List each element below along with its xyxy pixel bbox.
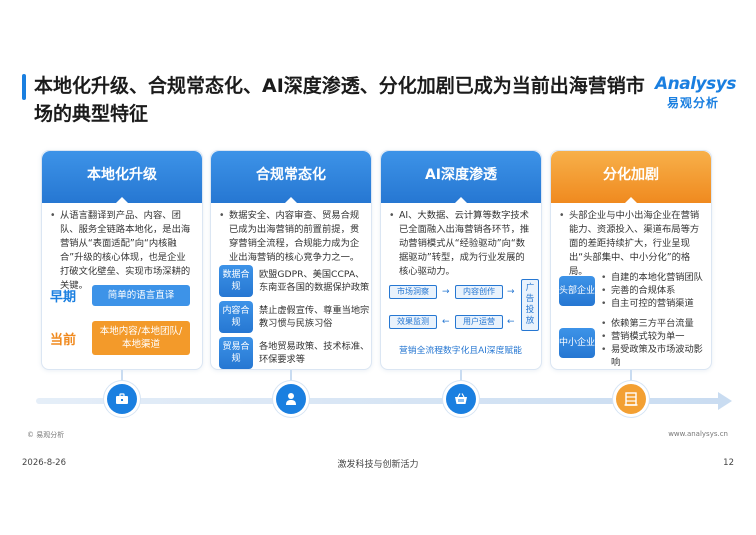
compliance-tag: 内容合规	[219, 301, 253, 333]
page-number: 12	[723, 458, 734, 468]
compliance-text: 禁止虚假宣传、尊重当地宗教习惯与民族习俗	[259, 305, 370, 329]
era-past-box: 简单的语言直译	[92, 285, 190, 306]
compliance-item: 内容合规 禁止虚假宣传、尊重当地宗教习惯与民族习俗	[219, 301, 371, 333]
card-description: AI、大数据、云计算等数字技术已全面融入出海营销各环节，推动营销模式从“经验驱动…	[389, 209, 533, 279]
basket-icon	[446, 384, 476, 414]
timeline-stem	[121, 370, 123, 386]
segment-item: 完善的合规体系	[601, 284, 709, 297]
timeline-stem	[630, 370, 632, 386]
segment-sme: 中小企业 依赖第三方平台流量 营销模式较为单一 易受政策及市场波动影响	[559, 317, 709, 369]
briefcase-icon	[107, 384, 137, 414]
report-date: 2026-8-26	[22, 458, 66, 468]
card-title: 本地化升级	[42, 151, 202, 204]
flow-effect-monitoring: 效果监测	[389, 315, 437, 329]
era-past-label: 早期	[50, 290, 77, 305]
segment-item: 自建的本地化营销团队	[601, 271, 709, 284]
compliance-tag: 贸易合规	[219, 337, 253, 369]
analysys-logo: Analysys 易观分析	[655, 74, 745, 111]
timeline-track	[36, 398, 726, 404]
timeline-arrow-icon	[718, 392, 732, 410]
compliance-tag: 数据合规	[219, 265, 253, 297]
card-polarization: 分化加剧 头部企业与中小出海企业在营销能力、资源投入、渠道布局等方面的差距持续扩…	[550, 150, 712, 370]
segment-item: 易受政策及市场波动影响	[601, 343, 709, 369]
flow-ad-delivery: 广告投放	[521, 279, 539, 331]
segment-item: 营销模式较为单一	[601, 330, 709, 343]
card-title: AI深度渗透	[381, 151, 541, 204]
user-shield-icon	[276, 384, 306, 414]
flow-caption: 营销全流程数字化且AI深度赋能	[399, 346, 522, 356]
segment-item: 自主可控的营销渠道	[601, 297, 709, 310]
card-localization: 本地化升级 从语言翻译到产品、内容、团队、服务全链路本地化，是出海营销从“表面适…	[41, 150, 203, 370]
footer-slogan: 激发科技与创新活力	[337, 460, 419, 470]
page-title: 本地化升级、合规常态化、AI深度渗透、分化加剧已成为当前出海营销市场的典型特征	[34, 75, 645, 125]
card-description: 从语言翻译到产品、内容、团队、服务全链路本地化，是出海营销从“表面适配”向“内核…	[50, 209, 194, 293]
flow-arrow-left-icon: ←	[442, 317, 450, 327]
building-icon	[616, 384, 646, 414]
title-accent-bar	[22, 74, 26, 100]
flow-user-operation: 用户运营	[455, 315, 503, 329]
card-description: 头部企业与中小出海企业在营销能力、资源投入、渠道布局等方面的差距持续扩大，行业呈…	[559, 209, 703, 279]
era-now-box: 本地内容/本地团队/本地渠道	[92, 321, 190, 355]
card-title: 合规常态化	[211, 151, 371, 204]
compliance-text: 各地贸易政策、技术标准、环保要求等	[259, 341, 370, 365]
card-ai-penetration: AI深度渗透 AI、大数据、云计算等数字技术已全面融入出海营销各环节，推动营销模…	[380, 150, 542, 370]
segment-item: 依赖第三方平台流量	[601, 317, 709, 330]
compliance-item: 数据合规 欧盟GDPR、美国CCPA、东南亚各国的数据保护政策	[219, 265, 371, 297]
compliance-text: 欧盟GDPR、美国CCPA、东南亚各国的数据保护政策	[259, 269, 370, 293]
card-description: 数据安全、内容审查、贸易合规已成为出海营销的前置前提，贯穿营销全流程，合规能力成…	[219, 209, 363, 265]
flow-arrow-right-icon: →	[442, 287, 450, 297]
source-note: © 易观分析	[27, 431, 65, 439]
era-now-label: 当前	[50, 332, 77, 348]
flow-arrow-right-icon: →	[507, 287, 515, 297]
flow-content-creation: 内容创作	[455, 285, 503, 299]
card-title: 分化加剧	[551, 151, 711, 204]
logo-text-en: Analysys	[655, 74, 736, 94]
compliance-item: 贸易合规 各地贸易政策、技术标准、环保要求等	[219, 337, 371, 369]
era-past: 早期 简单的语言直译	[50, 285, 190, 306]
segment-tag: 中小企业	[559, 328, 595, 358]
flow-market-insight: 市场洞察	[389, 285, 437, 299]
website-link[interactable]: www.analysys.cn	[668, 430, 728, 438]
segment-tag: 头部企业	[559, 275, 595, 306]
era-now: 当前 本地内容/本地团队/本地渠道	[50, 321, 190, 355]
card-compliance: 合规常态化 数据安全、内容审查、贸易合规已成为出海营销的前置前提，贯穿营销全流程…	[210, 150, 372, 370]
timeline-stem	[460, 370, 462, 386]
timeline-stem	[290, 370, 292, 386]
segment-head-enterprise: 头部企业 自建的本地化营销团队 完善的合规体系 自主可控的营销渠道	[559, 271, 709, 310]
flow-arrow-left-icon: ←	[507, 317, 515, 327]
logo-text-cn: 易观分析	[667, 96, 720, 110]
